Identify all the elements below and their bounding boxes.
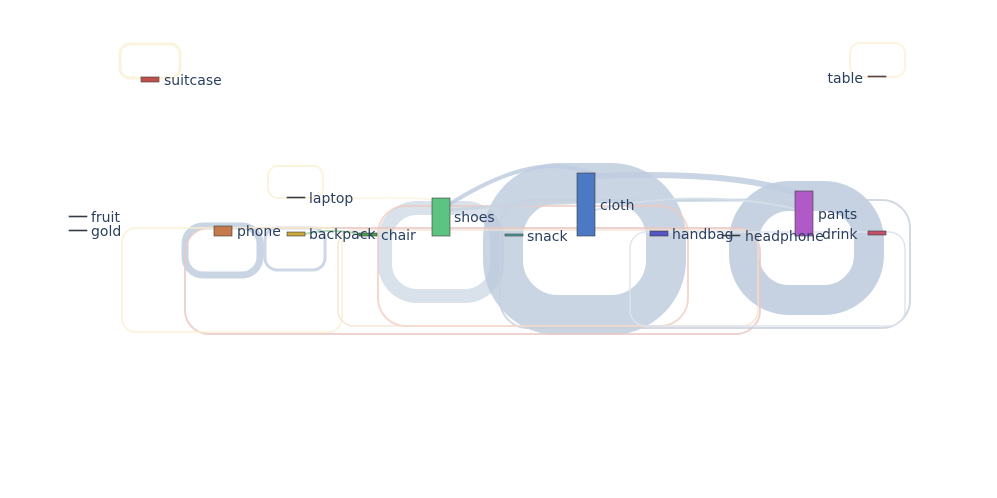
node-snack: [504, 233, 524, 237]
flow-link: [594, 171, 801, 197]
node-laptop: [286, 196, 306, 199]
flow-link: [121, 227, 343, 333]
flow-link: [337, 229, 759, 327]
node-label-table: table: [828, 71, 863, 87]
node-label-fruit: fruit: [91, 210, 120, 226]
node-label-snack: snack: [527, 229, 568, 245]
flow-link: [448, 164, 601, 206]
node-label-cloth: cloth: [600, 198, 635, 214]
node-cloth: [576, 172, 596, 237]
node-shoes: [431, 197, 451, 237]
node-label-suitcase: suitcase: [164, 73, 222, 89]
node-backpack: [286, 231, 306, 237]
flow-link: [594, 197, 801, 211]
node-label-handbag: handbag: [672, 227, 734, 243]
node-pants: [794, 190, 814, 237]
node-label-chair: chair: [381, 228, 416, 244]
flow-link: [304, 229, 360, 235]
nodes-layer: [68, 75, 887, 237]
node-chair: [358, 232, 378, 237]
flow-link: [449, 198, 801, 212]
links-layer: [118, 42, 911, 335]
node-label-drink: drink: [822, 227, 858, 243]
node-suitcase: [140, 76, 160, 83]
node-label-backpack: backpack: [309, 227, 376, 243]
node-drink: [867, 230, 887, 236]
node-label-laptop: laptop: [309, 191, 353, 207]
node-phone: [213, 225, 233, 237]
node-label-shoes: shoes: [454, 210, 495, 226]
node-label-phone: phone: [237, 224, 281, 240]
flow-link: [322, 196, 433, 201]
node-headphone: [721, 234, 741, 237]
node-label-gold: gold: [91, 224, 121, 240]
node-label-headphone: headphone: [745, 229, 824, 245]
flow-link: [629, 231, 906, 327]
node-fruit: [68, 215, 88, 218]
node-label-pants: pants: [818, 207, 857, 223]
node-table: [867, 75, 887, 78]
node-handbag: [649, 230, 669, 237]
node-gold: [68, 229, 88, 232]
flow-link: [184, 227, 761, 335]
